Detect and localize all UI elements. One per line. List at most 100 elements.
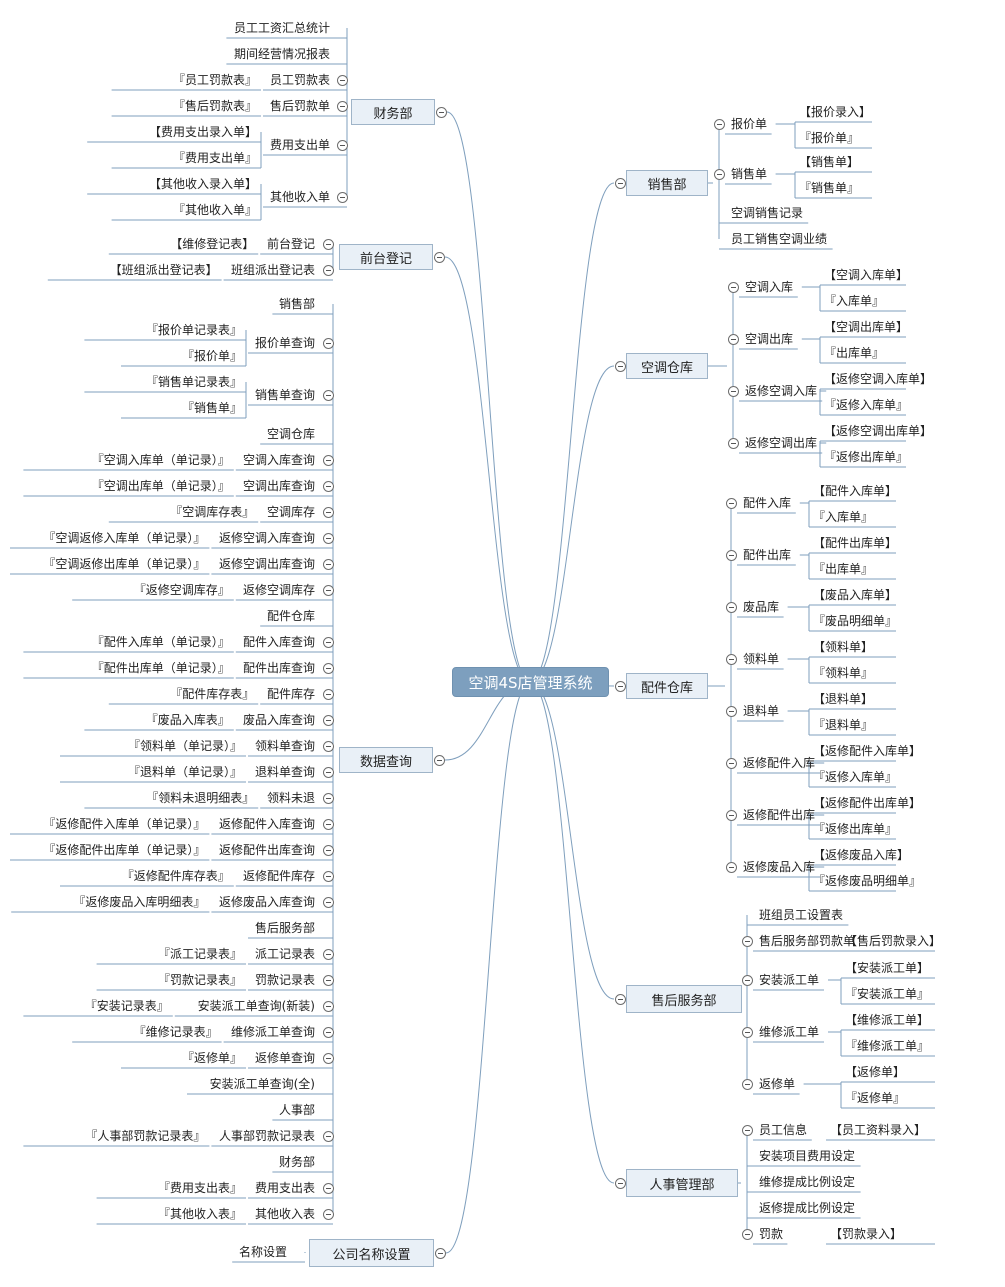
collapse-toggle-icon[interactable] [323, 949, 334, 960]
collapse-toggle-icon[interactable] [726, 810, 737, 821]
collapse-toggle-icon[interactable] [337, 192, 348, 203]
leaf-『售后罚款表』: 『售后罚款表』 [172, 99, 257, 113]
collapse-toggle-icon[interactable] [728, 386, 739, 397]
collapse-toggle-icon[interactable] [726, 758, 737, 769]
collapse-toggle-icon[interactable] [323, 715, 334, 726]
collapse-toggle-icon[interactable] [726, 706, 737, 717]
collapse-toggle-icon[interactable] [435, 1248, 446, 1259]
collapse-toggle-icon[interactable] [726, 602, 737, 613]
collapse-toggle-icon[interactable] [323, 455, 334, 466]
node-费用支出表: 费用支出表 [254, 1181, 315, 1195]
collapse-toggle-icon[interactable] [337, 140, 348, 151]
collapse-toggle-icon[interactable] [337, 75, 348, 86]
collapse-toggle-icon[interactable] [434, 252, 445, 263]
collapse-toggle-icon[interactable] [615, 994, 626, 1005]
collapse-toggle-icon[interactable] [742, 975, 753, 986]
collapse-toggle-icon[interactable] [726, 550, 737, 561]
leaf-【返修空调出库单】: 【返修空调出库单】 [824, 424, 933, 438]
leaf-【返修单】: 【返修单】 [845, 1065, 906, 1079]
collapse-toggle-icon[interactable] [323, 637, 334, 648]
collapse-toggle-icon[interactable] [323, 390, 334, 401]
collapse-toggle-icon[interactable] [436, 107, 447, 118]
collapse-toggle-icon[interactable] [323, 1131, 334, 1142]
root-node[interactable]: 空调4S店管理系统 [452, 667, 609, 697]
leaf-『返修出库单』: 『返修出库单』 [813, 822, 898, 836]
collapse-toggle-icon[interactable] [714, 119, 725, 130]
collapse-toggle-icon[interactable] [323, 481, 334, 492]
collapse-toggle-icon[interactable] [323, 1001, 334, 1012]
collapse-toggle-icon[interactable] [323, 239, 334, 250]
node-配件出库查询: 配件出库查询 [242, 661, 315, 675]
leaf-『报价单记录表』: 『报价单记录表』 [145, 323, 242, 337]
collapse-toggle-icon[interactable] [323, 338, 334, 349]
collapse-toggle-icon[interactable] [323, 559, 334, 570]
collapse-toggle-icon[interactable] [714, 169, 725, 180]
leaf-『返修废品入库明细表』: 『返修废品入库明细表』 [73, 895, 206, 909]
collapse-toggle-icon[interactable] [323, 1027, 334, 1038]
collapse-toggle-icon[interactable] [323, 1183, 334, 1194]
node-报价单: 报价单 [731, 117, 768, 131]
collapse-toggle-icon[interactable] [742, 1027, 753, 1038]
collapse-toggle-icon[interactable] [323, 819, 334, 830]
collapse-toggle-icon[interactable] [615, 178, 626, 189]
leaf-『返修废品明细单』: 『返修废品明细单』 [813, 874, 922, 888]
branch-配件仓库[interactable]: 配件仓库 [626, 673, 708, 699]
node-维修派工单查询: 维修派工单查询 [230, 1025, 315, 1039]
collapse-toggle-icon[interactable] [615, 1178, 626, 1189]
node-配件仓库: 配件仓库 [266, 609, 315, 623]
collapse-toggle-icon[interactable] [323, 265, 334, 276]
collapse-toggle-icon[interactable] [615, 681, 626, 692]
leaf-『空调返修出库单（单记录）』: 『空调返修出库单（单记录）』 [43, 557, 206, 571]
collapse-toggle-icon[interactable] [728, 438, 739, 449]
leaf-【罚款录入】: 【罚款录入】 [830, 1227, 903, 1241]
collapse-toggle-icon[interactable] [726, 862, 737, 873]
leaf-『领料单』: 『领料单』 [813, 666, 874, 680]
collapse-toggle-icon[interactable] [742, 1229, 753, 1240]
collapse-toggle-icon[interactable] [323, 663, 334, 674]
leaf-【配件入库单】: 【配件入库单】 [813, 484, 898, 498]
node-配件库存: 配件库存 [266, 687, 315, 701]
leaf-【员工资料录入】: 【员工资料录入】 [830, 1123, 927, 1137]
branch-空调仓库[interactable]: 空调仓库 [626, 353, 708, 379]
collapse-toggle-icon[interactable] [323, 1209, 334, 1220]
branch-人事管理部[interactable]: 人事管理部 [626, 1169, 738, 1197]
collapse-toggle-icon[interactable] [615, 361, 626, 372]
leaf-『返修单』: 『返修单』 [181, 1051, 242, 1065]
collapse-toggle-icon[interactable] [323, 689, 334, 700]
collapse-toggle-icon[interactable] [434, 755, 445, 766]
collapse-toggle-icon[interactable] [323, 585, 334, 596]
connector-root-to-售后服务部 [529, 681, 615, 1000]
collapse-toggle-icon[interactable] [726, 498, 737, 509]
branch-前台登记[interactable]: 前台登记 [339, 244, 433, 270]
branch-公司名称设置[interactable]: 公司名称设置 [309, 1239, 434, 1267]
collapse-toggle-icon[interactable] [323, 845, 334, 856]
collapse-toggle-icon[interactable] [323, 533, 334, 544]
collapse-toggle-icon[interactable] [323, 767, 334, 778]
node-空调销售记录: 空调销售记录 [731, 206, 804, 220]
node-费用支出单: 费用支出单 [269, 138, 330, 152]
collapse-toggle-icon[interactable] [728, 334, 739, 345]
collapse-toggle-icon[interactable] [323, 897, 334, 908]
node-返修提成比例设定: 返修提成比例设定 [759, 1201, 856, 1215]
branch-财务部[interactable]: 财务部 [351, 99, 435, 125]
collapse-toggle-icon[interactable] [742, 1079, 753, 1090]
collapse-toggle-icon[interactable] [323, 507, 334, 518]
collapse-toggle-icon[interactable] [323, 871, 334, 882]
collapse-toggle-icon[interactable] [728, 282, 739, 293]
collapse-toggle-icon[interactable] [323, 741, 334, 752]
branch-销售部[interactable]: 销售部 [626, 170, 708, 196]
leaf-『维修派工单』: 『维修派工单』 [845, 1039, 930, 1053]
collapse-toggle-icon[interactable] [323, 793, 334, 804]
node-配件入库: 配件入库 [743, 496, 792, 510]
collapse-toggle-icon[interactable] [337, 101, 348, 112]
collapse-toggle-icon[interactable] [323, 1053, 334, 1064]
collapse-toggle-icon[interactable] [726, 654, 737, 665]
node-返修配件库存: 返修配件库存 [242, 869, 315, 883]
branch-数据查询[interactable]: 数据查询 [339, 747, 433, 773]
collapse-toggle-icon[interactable] [323, 975, 334, 986]
collapse-toggle-icon[interactable] [742, 1125, 753, 1136]
branch-售后服务部[interactable]: 售后服务部 [626, 985, 742, 1013]
collapse-toggle-icon[interactable] [742, 936, 753, 947]
leaf-『返修配件出库单（单记录）』: 『返修配件出库单（单记录）』 [43, 843, 206, 857]
